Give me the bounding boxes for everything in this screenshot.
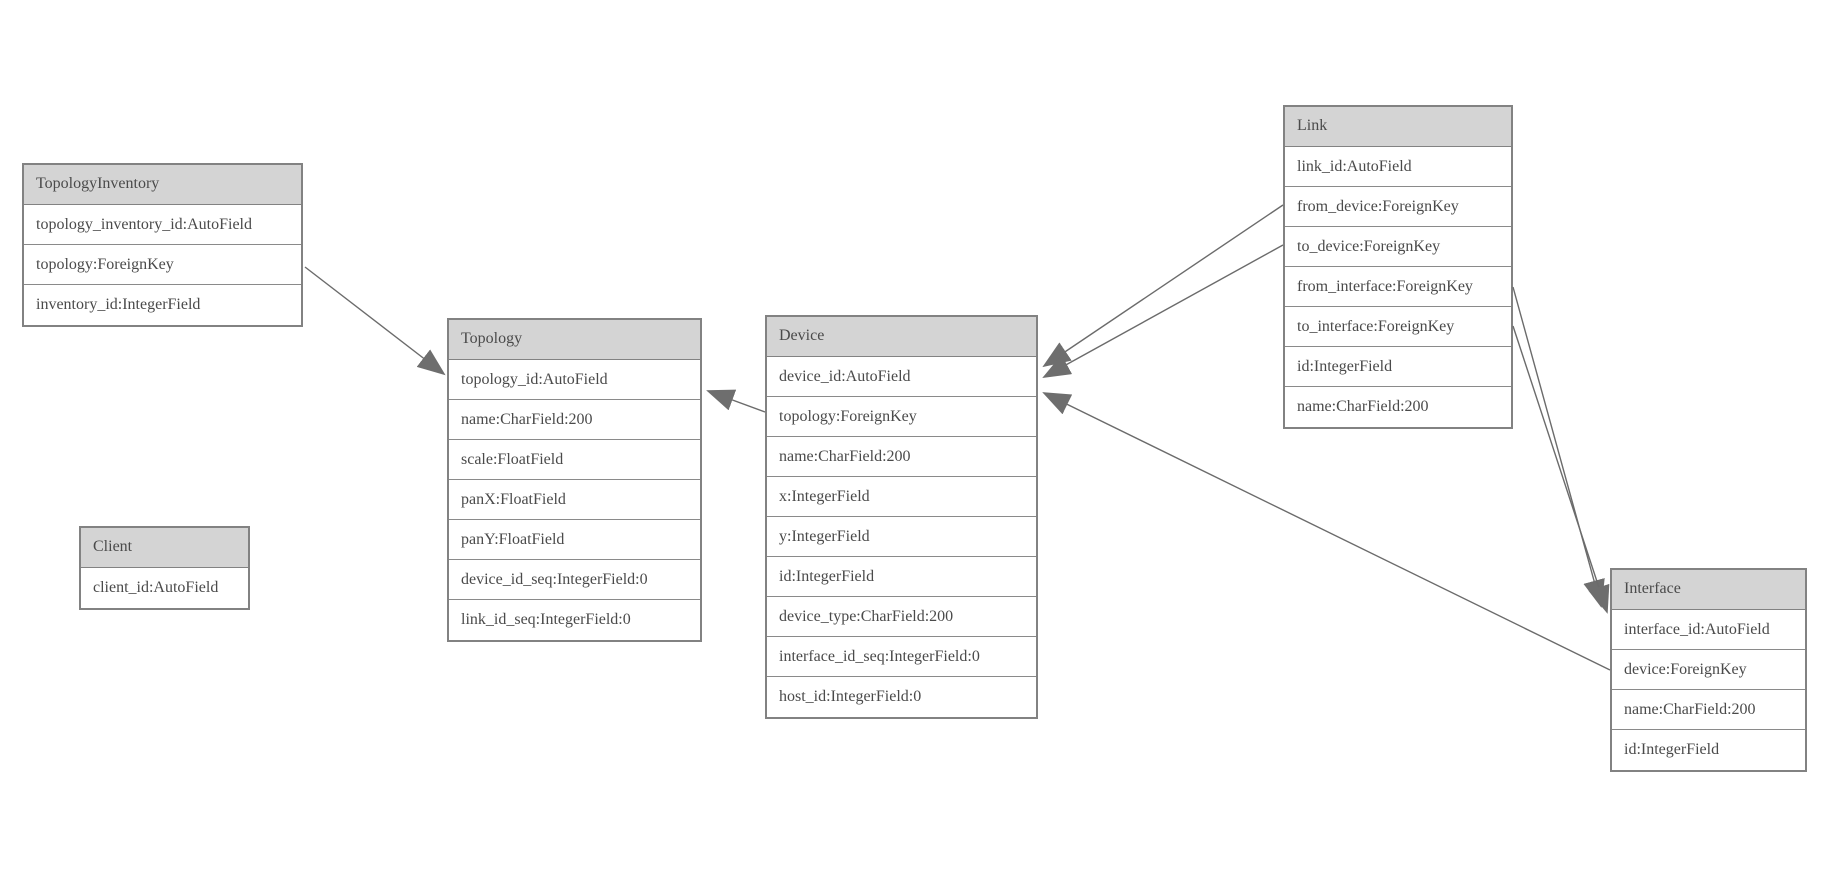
entity-link: Link link_id:AutoField from_device:Forei…	[1283, 105, 1513, 429]
entity-device: Device device_id:AutoField topology:Fore…	[765, 315, 1038, 719]
entity-field: inventory_id:IntegerField	[24, 285, 301, 325]
entity-field: from_device:ForeignKey	[1285, 187, 1511, 227]
entity-field: from_interface:ForeignKey	[1285, 267, 1511, 307]
entity-field: topology_inventory_id:AutoField	[24, 205, 301, 245]
entity-field: device_id_seq:IntegerField:0	[449, 560, 700, 600]
entity-field: panY:FloatField	[449, 520, 700, 560]
entity-topology-inventory: TopologyInventory topology_inventory_id:…	[22, 163, 303, 327]
entity-field: name:CharField:200	[1612, 690, 1805, 730]
entity-field: name:CharField:200	[1285, 387, 1511, 427]
entity-field: panX:FloatField	[449, 480, 700, 520]
entity-field: topology_id:AutoField	[449, 360, 700, 400]
relationship-device-topology	[706, 389, 766, 413]
entity-title: Topology	[449, 320, 700, 360]
entity-field: client_id:AutoField	[81, 568, 248, 608]
relationship-link-frominterface-interface	[1512, 286, 1605, 608]
entity-field: id:IntegerField	[767, 557, 1036, 597]
entity-field: to_interface:ForeignKey	[1285, 307, 1511, 347]
entity-client: Client client_id:AutoField	[79, 526, 250, 610]
entity-interface: Interface interface_id:AutoField device:…	[1610, 568, 1807, 772]
entity-field: link_id_seq:IntegerField:0	[449, 600, 700, 640]
entity-field: topology:ForeignKey	[767, 397, 1036, 437]
entity-title: Link	[1285, 107, 1511, 147]
entity-field: name:CharField:200	[449, 400, 700, 440]
entity-field: to_device:ForeignKey	[1285, 227, 1511, 267]
entity-field: topology:ForeignKey	[24, 245, 301, 285]
entity-field: id:IntegerField	[1612, 730, 1805, 770]
entity-field: host_id:IntegerField:0	[767, 677, 1036, 717]
relationship-topologyinventory-topology	[304, 266, 446, 376]
entity-field: scale:FloatField	[449, 440, 700, 480]
entity-field: x:IntegerField	[767, 477, 1036, 517]
entity-title: Device	[767, 317, 1036, 357]
entity-field: device_type:CharField:200	[767, 597, 1036, 637]
entity-field: interface_id:AutoField	[1612, 610, 1805, 650]
entity-field: id:IntegerField	[1285, 347, 1511, 387]
entity-field: link_id:AutoField	[1285, 147, 1511, 187]
entity-title: Client	[81, 528, 248, 568]
entity-field: device:ForeignKey	[1612, 650, 1805, 690]
entity-topology: Topology topology_id:AutoField name:Char…	[447, 318, 702, 642]
entity-title: Interface	[1612, 570, 1805, 610]
relationship-link-todevice-device	[1042, 244, 1284, 378]
relationship-link-tointerface-interface	[1512, 325, 1610, 614]
entity-field: name:CharField:200	[767, 437, 1036, 477]
entity-field: device_id:AutoField	[767, 357, 1036, 397]
relationship-link-fromdevice-device	[1042, 204, 1284, 368]
relationship-interface-device	[1042, 392, 1611, 671]
entity-field: interface_id_seq:IntegerField:0	[767, 637, 1036, 677]
entity-field: y:IntegerField	[767, 517, 1036, 557]
entity-title: TopologyInventory	[24, 165, 301, 205]
